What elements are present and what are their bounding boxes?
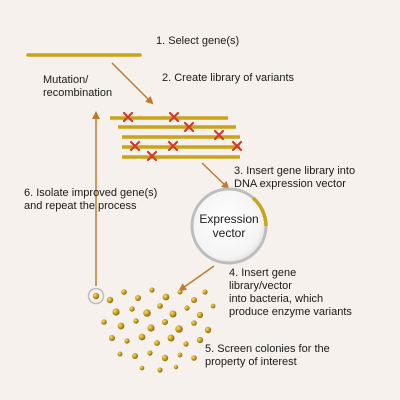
step-1-label: 1. Select gene(s)	[156, 35, 240, 47]
colony	[210, 303, 216, 309]
plasmid-ring-icon	[190, 187, 268, 265]
colony	[173, 364, 179, 370]
cycle-label: Mutation/ recombination	[43, 74, 113, 99]
colony	[184, 305, 190, 311]
colony	[112, 308, 120, 316]
step-6-label: 6. Isolate improved gene(s) and repeat t…	[24, 187, 158, 212]
colony	[109, 335, 115, 341]
arrow-library-to-vector	[201, 162, 230, 190]
colony	[147, 324, 155, 332]
colony	[117, 322, 125, 330]
x-mark-icon	[146, 150, 158, 162]
x-mark-icon	[129, 140, 141, 152]
vector-label: Expression vector	[199, 212, 259, 240]
colony	[196, 311, 204, 319]
colony	[124, 338, 130, 344]
arrow-select-to-library	[111, 62, 154, 105]
arrow-vector-to-bacteria	[178, 265, 215, 292]
colony	[133, 318, 139, 324]
colony	[162, 293, 170, 301]
colony	[157, 303, 163, 309]
x-mark-icon	[122, 111, 134, 123]
colony	[196, 336, 204, 344]
colony	[169, 310, 177, 318]
colony	[132, 353, 138, 359]
colony	[106, 296, 114, 304]
colony	[162, 319, 168, 325]
x-mark-icon	[183, 121, 195, 133]
colony	[204, 326, 212, 334]
colony	[147, 350, 153, 356]
colony	[121, 289, 127, 295]
step-4-label: 4. Insert gene library/vector into bacte…	[229, 267, 352, 318]
step-3-label: 3. Insert gene library into DNA expressi…	[234, 165, 356, 190]
x-mark-icon	[213, 129, 225, 141]
colony	[139, 365, 145, 371]
colony	[138, 333, 146, 341]
colony	[177, 289, 183, 295]
colony	[191, 297, 197, 303]
mutation-markers	[122, 111, 243, 162]
colony	[154, 340, 160, 346]
colony	[183, 341, 189, 347]
colony	[191, 320, 197, 326]
colony	[135, 295, 141, 301]
bacterial-colonies	[101, 287, 216, 373]
colony	[167, 334, 175, 342]
inserted-gene-arc	[251, 196, 268, 227]
x-mark-icon	[168, 111, 180, 123]
x-mark-icon	[231, 140, 243, 152]
colony	[101, 319, 107, 325]
step-5-label: 5. Screen colonies for the property of i…	[205, 343, 330, 368]
colony	[191, 355, 197, 361]
circle-highlight-icon	[87, 287, 105, 305]
colony	[177, 352, 183, 358]
step-2-label: 2. Create library of variants	[162, 72, 295, 84]
colony	[129, 306, 135, 312]
colony	[143, 309, 151, 317]
x-mark-icon	[167, 140, 179, 152]
colony	[161, 354, 169, 362]
colony	[117, 351, 123, 357]
colony	[175, 325, 183, 333]
colony	[202, 289, 208, 295]
colony	[157, 367, 163, 373]
colony	[149, 287, 155, 293]
